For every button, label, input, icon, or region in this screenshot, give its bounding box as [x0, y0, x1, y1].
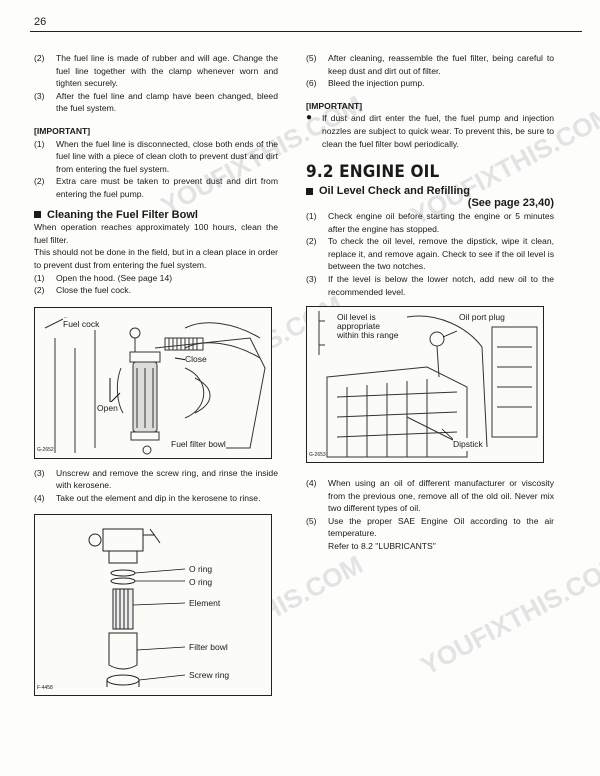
page-number: 26 — [34, 16, 47, 28]
right-column: (5)After cleaning, reassemble the fuel f… — [306, 52, 554, 553]
o-ring-label: O ring — [189, 563, 213, 577]
oil-level-label: Oil level is appropriate within this ran… — [337, 313, 401, 341]
filter-parts-figure: O ring O ring Element Filter bowl Screw … — [34, 514, 272, 697]
bullet-icon: ● — [306, 112, 313, 124]
list-item: (4)When using an oil of different manufa… — [306, 478, 554, 514]
header-rule — [30, 31, 582, 32]
list-item: (1)When the fuel line is disconnected, c… — [34, 138, 278, 174]
open-label: Open — [97, 401, 118, 415]
refer-note: Refer to 8.2 "LUBRICANTS" — [328, 541, 436, 552]
paragraph: When operation reaches approximately 100… — [34, 222, 278, 245]
list-item: (6)Bleed the injection pump. — [306, 78, 425, 89]
fuel-filter-illustration — [44, 317, 266, 455]
list-item: (2)To check the oil level, remove the di… — [306, 236, 554, 272]
figure-code: F-4458 — [37, 684, 53, 691]
figure-code: G-2652 — [37, 447, 54, 454]
fuel-filter-bowl-label: Fuel filter bowl — [171, 437, 226, 451]
oil-port-plug-label: Oil port plug — [459, 311, 505, 324]
page-reference: (See page 23,40) — [467, 197, 554, 210]
figure-code: G-2653 — [309, 451, 326, 458]
watermark: YOUFIXTHIS.COM — [415, 549, 600, 681]
list-item: (4)Take out the element and dip in the k… — [34, 492, 261, 503]
filter-parts-illustration — [88, 528, 186, 688]
list-item: ●If dust and dirt enter the fuel, the fu… — [306, 112, 554, 149]
square-bullet-icon — [306, 187, 313, 195]
screw-ring-label: Screw ring — [189, 669, 230, 683]
square-bullet-icon — [34, 211, 41, 219]
list-item: (2)The fuel line is made of rubber and w… — [34, 53, 278, 89]
section-heading: Cleaning the Fuel Filter Bowl — [34, 209, 278, 222]
important-label: [IMPORTANT] — [34, 125, 91, 136]
list-item: (2)Close the fuel cock. — [34, 285, 131, 296]
fuel-cock-label: Fuel cock — [63, 317, 100, 331]
oil-level-illustration — [318, 311, 538, 458]
left-column: (2)The fuel line is made of rubber and w… — [34, 52, 278, 697]
section-heading: Oil Level Check and Refilling — [306, 185, 554, 198]
list-item: (5)Use the proper SAE Engine Oil accordi… — [306, 515, 554, 539]
important-label: [IMPORTANT] — [306, 100, 363, 111]
list-item: (3)Unscrew and remove the screw ring, an… — [34, 467, 278, 491]
list-item: (3)If the level is below the lower notch… — [306, 273, 554, 297]
list-item: (1)Open the hood. (See page 14) — [34, 272, 173, 283]
list-item: (1)Check engine oil before starting the … — [306, 210, 554, 234]
dipstick-label: Dipstick — [453, 438, 483, 451]
filter-bowl-label: Filter bowl — [189, 641, 228, 655]
fuel-filter-figure: Fuel cock Close Open Fuel filter bowl G-… — [34, 306, 272, 459]
close-label: Close — [185, 352, 207, 366]
paragraph: This should not be done in the field, bu… — [34, 247, 278, 270]
list-item: (2)Extra care must be taken to prevent d… — [34, 176, 278, 199]
list-item: (3)After the fuel line and clamp have be… — [34, 90, 278, 114]
element-label: Element — [189, 597, 221, 611]
chapter-title: 9.2 ENGINE OIL — [306, 162, 440, 183]
list-item: (5)After cleaning, reassemble the fuel f… — [306, 53, 554, 76]
oil-level-figure: Oil level is appropriate within this ran… — [306, 306, 544, 464]
list-item: Refer to 8.2 "LUBRICANTS" — [306, 540, 554, 553]
o-ring-label: O ring — [189, 576, 213, 590]
